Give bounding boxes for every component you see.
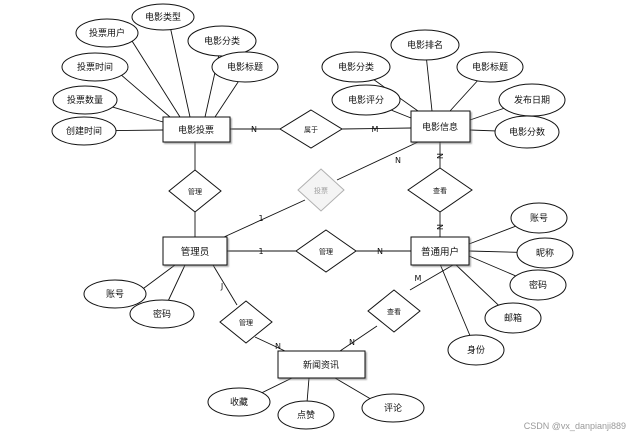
- card-admin-manage-user-right: N: [377, 247, 383, 256]
- relationship-manage-vote[interactable]: 管理: [168, 169, 222, 213]
- relationship-view-news[interactable]: 查看: [367, 289, 421, 333]
- card-user-view-news: M: [415, 274, 422, 283]
- watermark-text: CSDN @vx_danpianji889: [524, 421, 626, 431]
- entity-news[interactable]: 新闻资讯: [277, 350, 366, 379]
- relationship-manage-news[interactable]: 管理: [219, 300, 273, 344]
- card-view-news-news: N: [349, 338, 355, 347]
- entity-user-label: 普通用户: [421, 246, 459, 258]
- attr-movie-rating: 电影评分: [331, 84, 401, 116]
- entity-movie-label: 电影信息: [422, 121, 458, 133]
- relationship-manage-user-label: 管理: [319, 247, 333, 256]
- attr-vote-movie-type: 电影类型: [131, 3, 195, 31]
- attr-movie-title: 电影标题: [456, 51, 524, 83]
- card-admin-manage-user-left: 1: [258, 247, 263, 256]
- svg-text:投票用户: 投票用户: [89, 27, 125, 39]
- attr-admin-account: 账号: [83, 279, 147, 309]
- card-news-rel-admin: N: [275, 342, 281, 351]
- svg-text:电影排名: 电影排名: [407, 39, 443, 51]
- relationship-view-movie[interactable]: 查看: [407, 167, 473, 213]
- attr-user-nickname: 昵称: [516, 237, 574, 269]
- attr-admin-password: 密码: [129, 299, 195, 329]
- attr-user-password: 密码: [509, 269, 567, 301]
- entity-movie[interactable]: 电影信息: [410, 110, 471, 143]
- attr-movie-category: 电影分类: [321, 51, 391, 83]
- relationship-vote[interactable]: 投票: [297, 168, 345, 212]
- attr-vote-movie-title: 电影标题: [211, 51, 279, 83]
- svg-text:电影标题: 电影标题: [472, 61, 508, 73]
- relationship-manage-news-label: 管理: [239, 318, 253, 327]
- attr-user-email: 邮箱: [484, 302, 542, 334]
- svg-text:电影分数: 电影分数: [509, 126, 545, 138]
- attr-vote-movie-category: 电影分类: [187, 25, 257, 57]
- svg-text:账号: 账号: [106, 289, 124, 300]
- attr-movie-score: 电影分数: [494, 115, 560, 149]
- attr-vote-user: 投票用户: [75, 18, 139, 48]
- svg-text:电影评分: 电影评分: [348, 94, 384, 106]
- svg-text:收藏: 收藏: [230, 396, 248, 408]
- svg-text:评论: 评论: [384, 402, 402, 414]
- svg-text:投票数量: 投票数量: [67, 94, 103, 106]
- relationship-belongs-label: 属于: [304, 126, 318, 134]
- relationship-vote-label: 投票: [314, 186, 328, 195]
- relationship-view-movie-label: 查看: [433, 186, 447, 195]
- svg-text:发布日期: 发布日期: [514, 94, 550, 106]
- entity-admin-label: 管理员: [181, 246, 210, 258]
- attr-news-favorite: 收藏: [207, 387, 271, 417]
- svg-text:电影分类: 电影分类: [204, 35, 240, 47]
- card-vote-rel-admin: 1: [258, 214, 263, 223]
- entity-admin[interactable]: 管理员: [162, 236, 228, 266]
- attr-user-identity: 身份: [447, 334, 505, 366]
- relationship-manage-user[interactable]: 管理: [295, 229, 357, 273]
- svg-text:点赞: 点赞: [297, 409, 315, 421]
- attr-news-comment: 评论: [361, 393, 425, 423]
- card-vote-belongs: N: [251, 125, 257, 134]
- svg-text:电影标题: 电影标题: [227, 61, 263, 73]
- svg-text:账号: 账号: [530, 213, 548, 224]
- attr-vote-created: 创建时间: [51, 116, 117, 146]
- attr-movie-rank: 电影排名: [390, 29, 460, 61]
- svg-text:身份: 身份: [467, 344, 485, 356]
- entity-vote[interactable]: 电影投票: [162, 116, 231, 143]
- attr-user-account: 账号: [510, 202, 568, 234]
- card-vote-rel-movie: N: [395, 156, 401, 165]
- card-admin-news-rel: J: [220, 282, 223, 291]
- card-movie-view: N: [436, 153, 445, 159]
- svg-text:创建时间: 创建时间: [66, 125, 102, 137]
- relationship-view-news-label: 查看: [387, 307, 401, 316]
- card-view-user: N: [436, 224, 445, 230]
- relationship-manage-vote-label: 管理: [188, 187, 202, 196]
- entity-user[interactable]: 普通用户: [410, 236, 470, 266]
- attr-movie-release-date: 发布日期: [498, 83, 566, 117]
- svg-text:邮箱: 邮箱: [504, 312, 522, 324]
- attr-vote-count: 投票数量: [52, 85, 118, 115]
- svg-text:密码: 密码: [529, 279, 547, 291]
- attr-vote-time: 投票时间: [61, 52, 129, 82]
- svg-text:密码: 密码: [153, 308, 171, 320]
- relationship-belongs[interactable]: 属于: [279, 109, 343, 149]
- svg-text:电影分类: 电影分类: [338, 61, 374, 73]
- svg-text:昵称: 昵称: [536, 247, 554, 259]
- svg-text:投票时间: 投票时间: [77, 61, 113, 73]
- cardinality-labels: N M N N N 1 1 N J N M N: [220, 125, 445, 351]
- entity-vote-label: 电影投票: [178, 124, 214, 136]
- attr-news-like: 点赞: [277, 400, 335, 430]
- entity-news-label: 新闻资讯: [303, 359, 339, 371]
- svg-text:电影类型: 电影类型: [145, 11, 181, 23]
- card-belongs-movie: M: [372, 125, 379, 134]
